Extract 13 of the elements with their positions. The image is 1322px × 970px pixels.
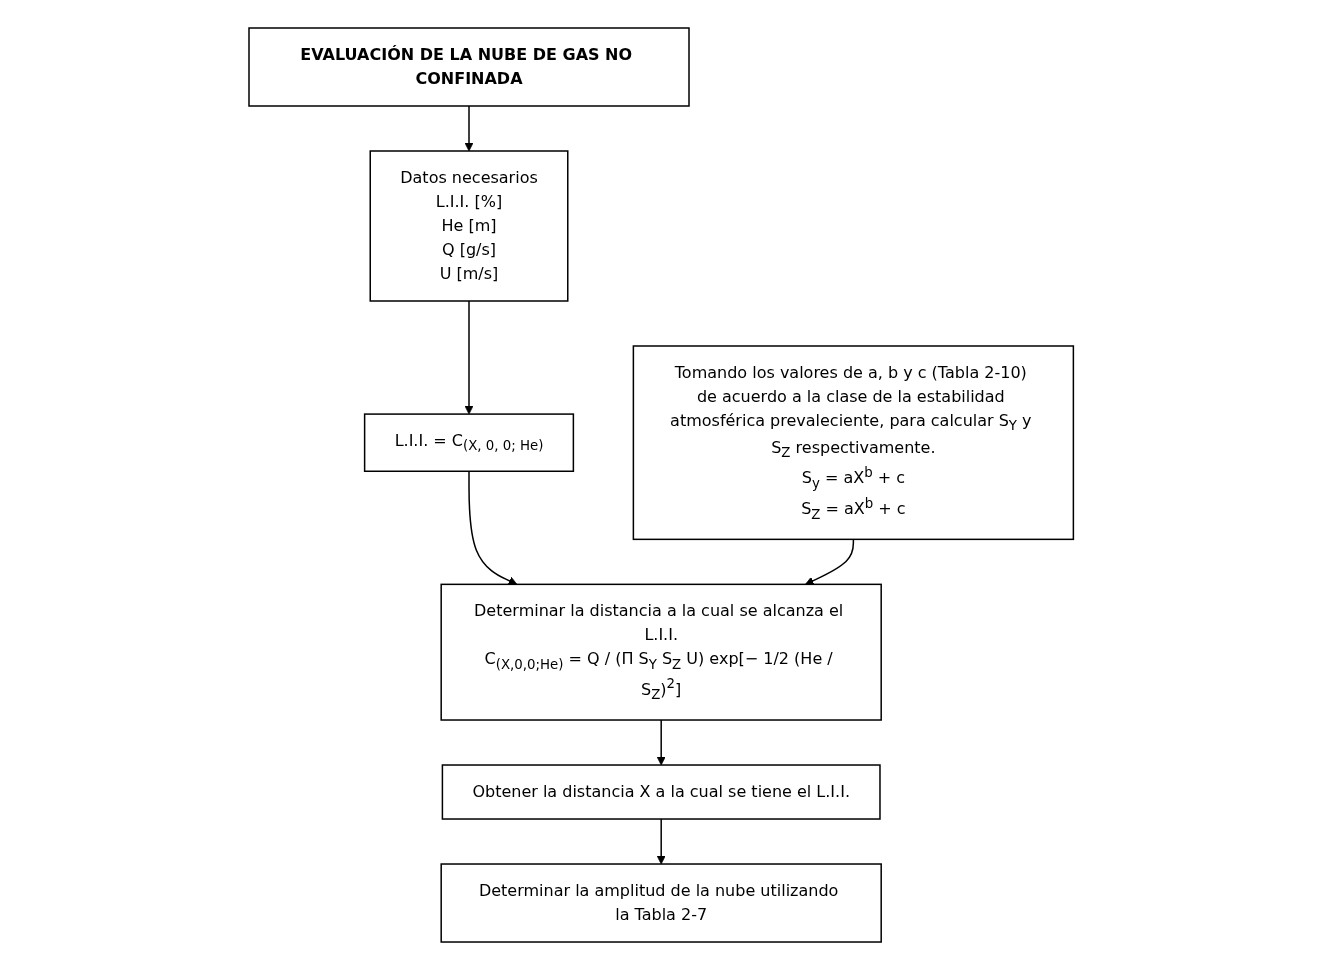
node-box: Determinar la amplitud de la nube utilizando la Tabla 2-7 (440, 863, 882, 943)
node-box: L.I.I. = C$_{(X, 0, 0; He)}$ (363, 413, 574, 472)
arrow (468, 470, 518, 585)
node-box: Datos necesarios L.I.I. [%] He [m] Q [g/s] U [m/s] (369, 150, 569, 302)
arrow (464, 105, 474, 152)
arrow (656, 719, 666, 766)
arrow (656, 818, 666, 865)
arrow (804, 538, 854, 585)
node-box: Obtener la distancia X a la cual se tiene el L.I.I. (441, 764, 881, 820)
node-box: Tomando los valores de a, b y c (Tabla 2-10) de acuerdo a la clase de la estabilidad atmosférica prevaleciente, para calcular S$_{Y}$ y S$_{Z}$ respectivamente. S$_{y}$ = aX$^{b}$ + c S$_{Z}$ = aX$^{b}$ + c (632, 345, 1074, 541)
arrow (464, 300, 474, 415)
node-box: Determinar la distancia a la cual se alcanza el L.I.I. C$_{(X,0,0;He)}$ = Q / (Π S$_{Y}$ S$_{Z}$ U) exp[− 1/2 (He / S$_{Z}$)$^{2}$] (440, 583, 882, 721)
node-box: EVALUACIÓN DE LA NUBE DE GAS NO CONFINADA (248, 27, 690, 107)
